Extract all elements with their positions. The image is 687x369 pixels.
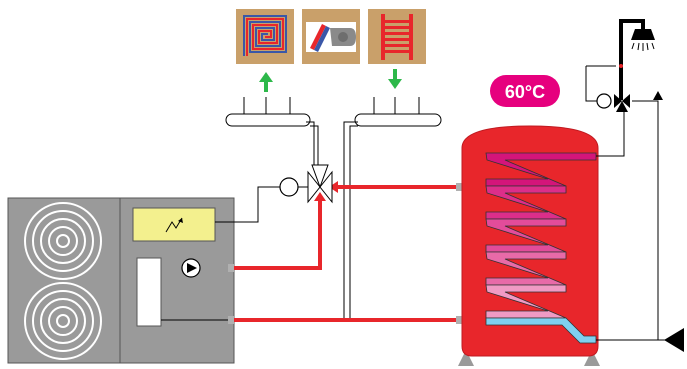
flow-arrow-icon	[653, 91, 663, 100]
thermostatic-mixing-valve-icon	[596, 93, 630, 112]
heat-exchanger-coil	[485, 152, 597, 344]
hot-water-riser	[619, 20, 623, 100]
manifold-pipes	[306, 121, 358, 320]
cold-water-inlet-icon	[664, 328, 684, 352]
circulation-pump-icon	[181, 258, 201, 278]
shower-head-icon	[631, 19, 655, 51]
hot-outlet-marker	[619, 64, 623, 68]
underfloor-heating-icon	[236, 9, 294, 64]
controller-panel	[132, 207, 216, 242]
shower-arm	[619, 19, 643, 23]
fan-coil-icon	[302, 9, 360, 64]
fan-icon	[24, 202, 102, 280]
supply-arrow-up-icon	[259, 72, 273, 92]
temperature-label: 60°C	[505, 82, 545, 102]
return-manifold	[354, 97, 442, 127]
supply-manifold	[225, 97, 311, 127]
supply-pipes	[230, 185, 458, 322]
heat-pump-unit	[7, 197, 235, 364]
flow-arrow-icon	[618, 104, 626, 112]
three-way-valve-icon	[279, 164, 333, 204]
towel-radiator-icon	[368, 9, 426, 64]
flow-arrow-icon	[314, 192, 326, 201]
heat-exchanger-panel	[136, 257, 162, 327]
hot-water-storage-tank	[458, 125, 600, 366]
fan-icon	[24, 282, 102, 360]
temperature-badge: 60°C	[490, 75, 560, 107]
flow-arrow-icon	[329, 181, 338, 193]
return-arrow-down-icon	[388, 69, 402, 89]
pipe-fittings	[228, 183, 462, 324]
